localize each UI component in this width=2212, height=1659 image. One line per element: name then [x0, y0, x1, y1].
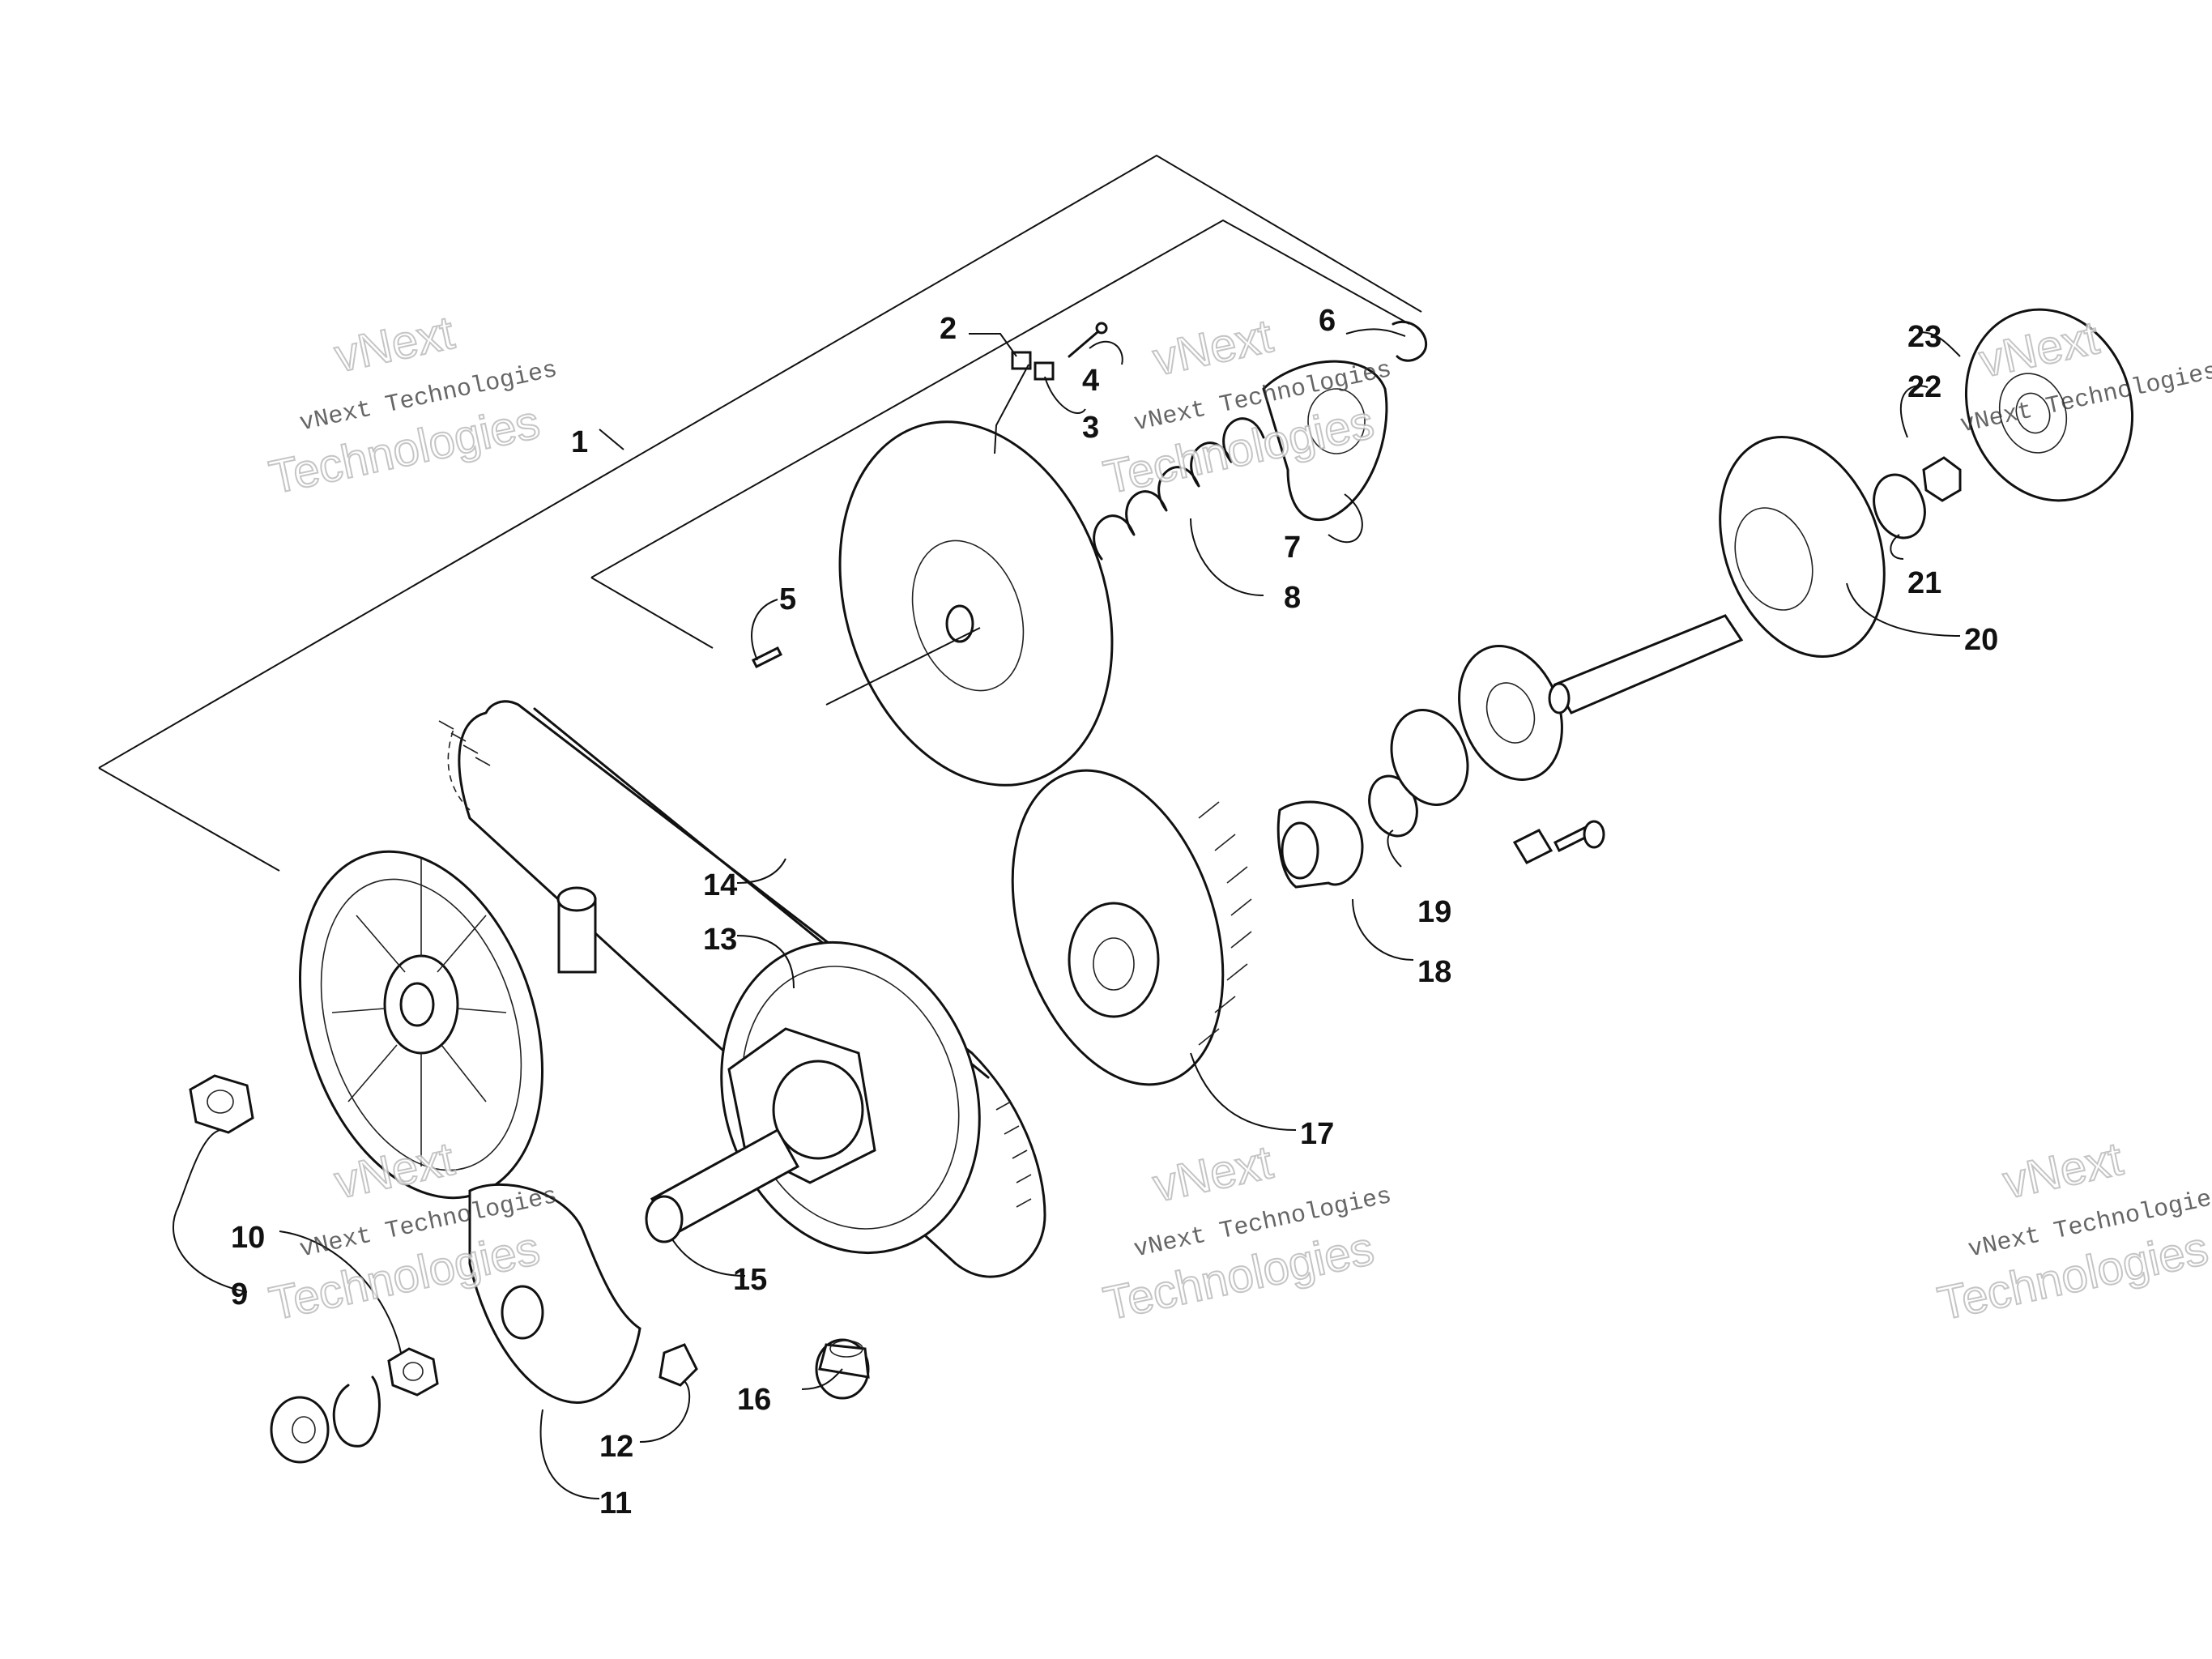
callout-16: 16: [737, 1383, 771, 1417]
fixed-sheave: [1011, 769, 1252, 1086]
belt-teeth-top: [438, 720, 491, 766]
assembly-bracket-inner: [590, 219, 1410, 649]
cam-cover: [1262, 360, 1388, 522]
watermark-top-left: vNext vNext Technologies Technologies: [264, 305, 560, 505]
o-ring-19: [1368, 774, 1418, 838]
watermark-line1: vNext: [1999, 1132, 2128, 1209]
callout-8: 8: [1284, 581, 1301, 615]
spacer-18: [1276, 800, 1364, 889]
bolt-and-washer: [1512, 820, 1605, 864]
spring: [1093, 417, 1265, 561]
callout-13: 13: [703, 923, 737, 957]
snap-ring-6: [1392, 320, 1428, 362]
washer-21: [1873, 473, 1926, 539]
stationary-sheave-plate: [838, 420, 1114, 787]
clip-12: [658, 1343, 698, 1387]
drive-clutch: [720, 940, 981, 1255]
callout-12: 12: [599, 1430, 633, 1464]
callout-22: 22: [1907, 370, 1941, 404]
callout-23: 23: [1907, 320, 1941, 354]
callout-18: 18: [1417, 955, 1451, 989]
belt-teeth-bottom: [995, 1101, 1032, 1208]
watermark-line1: vNext: [1149, 1136, 1277, 1212]
leader-lines: [172, 328, 1961, 1499]
nut-22: [1922, 456, 1962, 502]
callout-3: 3: [1082, 411, 1099, 445]
callout-10: 10: [231, 1221, 265, 1255]
watermark-line1: vNext: [330, 306, 459, 382]
watermark-bottom-right: vNext vNext Technologies Technologies: [1933, 1132, 2212, 1331]
clutch-pack-23: [1964, 308, 2134, 502]
moveable-sheave: [468, 1183, 641, 1404]
rod-5: [825, 627, 981, 706]
assembly-bracket-outer: [98, 154, 1422, 872]
callout-11: 11: [599, 1486, 632, 1520]
callout-6: 6: [1319, 304, 1336, 338]
hex-nut-9: [189, 1074, 254, 1134]
callout-21: 21: [1907, 566, 1941, 600]
watermark-bottom-center: vNext vNext Technologies Technologies: [1098, 1135, 1394, 1331]
callout-15: 15: [733, 1263, 767, 1297]
bearing-left: [270, 1396, 330, 1464]
weight-2: [1011, 351, 1055, 381]
bolt-4: [1068, 322, 1108, 358]
callout-1: 1: [571, 425, 588, 459]
snap-ring: [332, 1375, 381, 1448]
driven-sheave-shaft: [556, 886, 597, 974]
output-shaft: [1548, 435, 1886, 714]
callout-20: 20: [1964, 623, 1998, 657]
callout-5: 5: [779, 582, 796, 616]
pin-5: [751, 646, 783, 669]
callout-4: 4: [1082, 364, 1099, 398]
callout-19: 19: [1417, 895, 1451, 929]
driven-sheave: [299, 850, 543, 1200]
jam-nut-10: [387, 1347, 439, 1397]
callout-9: 9: [231, 1277, 248, 1311]
watermark-line1: vNext: [1149, 309, 1277, 386]
callout-7: 7: [1284, 531, 1301, 565]
shaft-sleeve: [645, 1128, 800, 1243]
callout-14: 14: [703, 868, 737, 902]
bearing-right: [1390, 645, 1563, 806]
callout-17: 17: [1300, 1117, 1334, 1151]
callout-2: 2: [940, 312, 957, 346]
